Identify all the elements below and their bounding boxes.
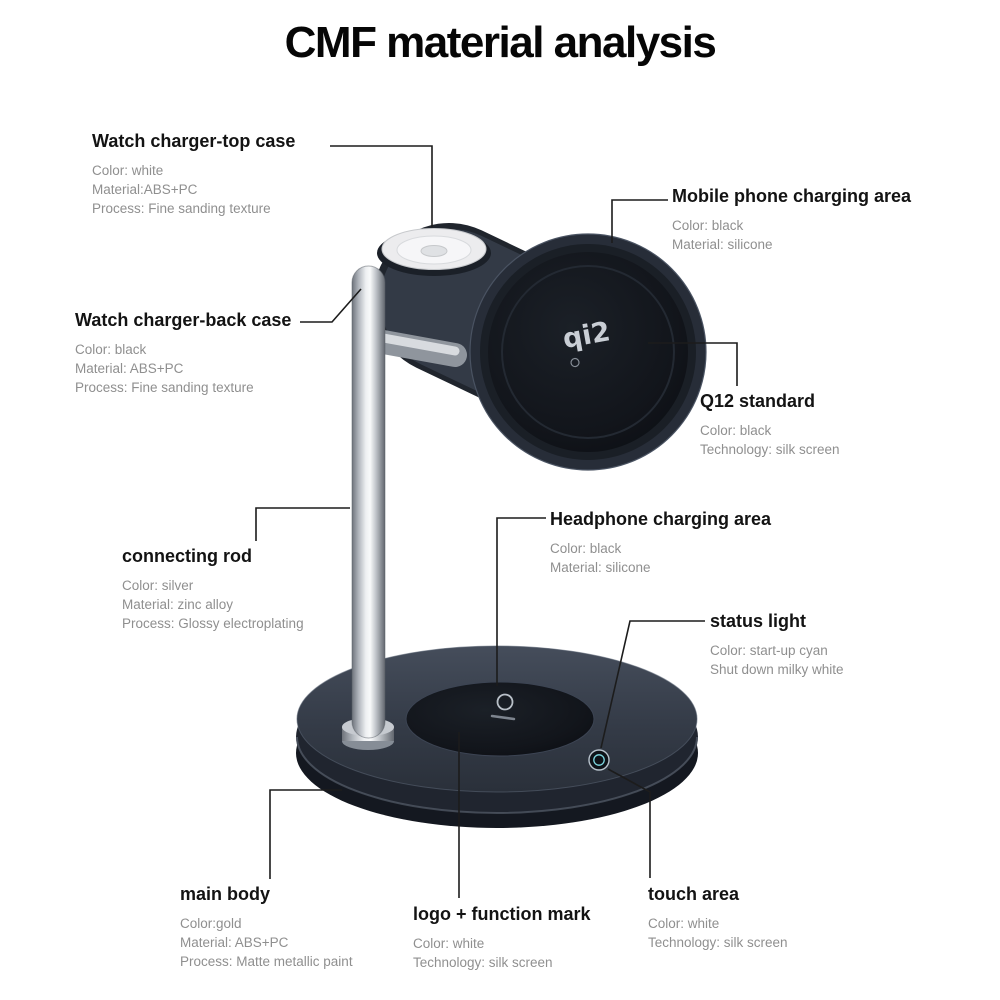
- callout-connecting-rod: connecting rod Color: silver Material: z…: [122, 546, 304, 633]
- callout-status-light: status light Color: start-up cyan Shut d…: [710, 611, 844, 679]
- callout-detail: Process: Fine sanding texture: [75, 380, 254, 395]
- callout-mobile-phone-charging-area: Mobile phone charging area Color: black …: [672, 186, 911, 254]
- phone-charging-pad: qi2: [469, 233, 707, 471]
- callout-detail: Material: silicone: [672, 237, 773, 252]
- callout-detail: Material: ABS+PC: [75, 361, 184, 376]
- callout-detail: Shut down milky white: [710, 662, 844, 677]
- callout-detail: Technology: silk screen: [413, 955, 553, 970]
- leader-mobile-area: [611, 199, 668, 243]
- page-title: CMF material analysis: [284, 18, 717, 67]
- callout-label: logo + function mark: [413, 904, 591, 924]
- callout-q12-standard: Q12 standard Color: black Technology: si…: [700, 391, 840, 459]
- callout-detail: Color: white: [648, 916, 720, 931]
- callout-detail: Process: Matte metallic paint: [180, 954, 353, 969]
- callout-label: Headphone charging area: [550, 509, 772, 529]
- leader-headphone-area: [496, 517, 546, 686]
- callout-label: main body: [180, 884, 271, 904]
- callout-detail: Process: Glossy electroplating: [122, 616, 304, 631]
- leader-touch-area: [607, 768, 651, 878]
- leader-connecting-rod: [255, 507, 350, 541]
- callout-label: Mobile phone charging area: [672, 186, 912, 206]
- callout-main-body: main body Color:gold Material: ABS+PC Pr…: [180, 884, 353, 971]
- callout-detail: Color: black: [672, 218, 744, 233]
- callout-detail: Technology: silk screen: [648, 935, 788, 950]
- callout-label: Watch charger-top case: [92, 131, 296, 151]
- callout-detail: Color: white: [413, 936, 485, 951]
- leader-watch-top-case: [330, 145, 433, 227]
- callout-touch-area: touch area Color: white Technology: silk…: [648, 884, 788, 952]
- callout-detail: Technology: silk screen: [700, 442, 840, 457]
- callout-detail: Material: zinc alloy: [122, 597, 234, 612]
- callout-detail: Material: silicone: [550, 560, 651, 575]
- function-mark: [490, 714, 516, 721]
- status-light-icon: [588, 749, 610, 771]
- leader-main-body: [269, 789, 342, 879]
- callout-headphone-charging-area: Headphone charging area Color: black Mat…: [550, 509, 771, 577]
- callout-label: Watch charger-back case: [75, 310, 292, 330]
- callout-detail: Color: black: [550, 541, 622, 556]
- callout-detail: Material: ABS+PC: [180, 935, 289, 950]
- connecting-rod-shape: [351, 265, 467, 739]
- callout-watch-charger-back-case: Watch charger-back case Color: black Mat…: [75, 310, 291, 397]
- callout-detail: Material:ABS+PC: [92, 182, 198, 197]
- callout-detail: Process: Fine sanding texture: [92, 201, 271, 216]
- leader-watch-back-case: [300, 288, 362, 323]
- callout-detail: Color: start-up cyan: [710, 643, 828, 658]
- callout-logo-function-mark: logo + function mark Color: white Techno…: [413, 904, 591, 972]
- callout-detail: Color: black: [700, 423, 772, 438]
- leader-lines: [255, 145, 738, 898]
- headphone-charging-pad: [405, 681, 595, 757]
- leader-status-light: [600, 620, 705, 749]
- callout-label: touch area: [648, 884, 740, 904]
- callout-watch-charger-top-case: Watch charger-top case Color: white Mate…: [92, 131, 295, 218]
- callout-detail: Color:gold: [180, 916, 242, 931]
- callout-detail: Color: black: [75, 342, 147, 357]
- callout-label: status light: [710, 611, 807, 631]
- callout-label: Q12 standard: [700, 391, 816, 411]
- leader-q12-standard: [648, 342, 738, 386]
- callout-detail: Color: silver: [122, 578, 194, 593]
- callout-label: connecting rod: [122, 546, 252, 566]
- callout-detail: Color: white: [92, 163, 164, 178]
- qi2-sub-mark: [570, 357, 580, 368]
- logo-mark-icon: [496, 693, 514, 711]
